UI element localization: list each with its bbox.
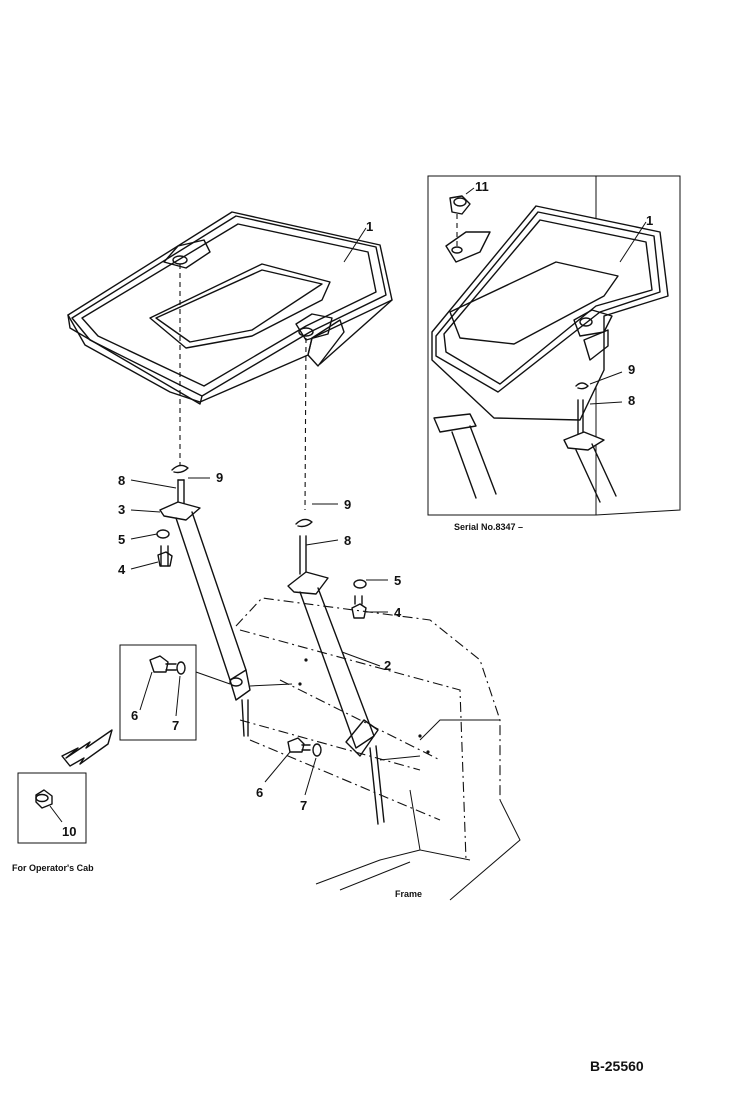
right-centerline (304, 337, 307, 511)
right-stay (287, 535, 385, 825)
cab-plug-box (17, 772, 87, 844)
serial-inset (427, 175, 681, 516)
callouts: 1 9 8 3 5 4 9 8 5 4 2 6 7 6 7 10 11 1 9 … (62, 179, 653, 839)
callout-left-clip: 9 (216, 470, 223, 485)
callout-right-bolt: 4 (394, 605, 402, 620)
callout-right-washer: 5 (394, 573, 401, 588)
callout-inset-washer: 7 (172, 718, 179, 733)
callout-right-stay: 2 (384, 658, 391, 673)
callout-serial-clip: 9 (628, 362, 635, 377)
right-washer (353, 579, 367, 589)
leader-lines (130, 187, 647, 796)
operator-cab-caption: For Operator's Cab (12, 863, 94, 873)
arrow-to-cab (61, 729, 113, 767)
left-clip (171, 464, 189, 474)
callout-inset-bolt: 6 (131, 708, 138, 723)
callout-left-washer: 5 (118, 532, 125, 547)
callout-right-clip: 9 (344, 497, 351, 512)
frame-body (235, 597, 521, 901)
left-bolt (157, 545, 173, 567)
callout-cover: 1 (366, 219, 373, 234)
callout-lower-washer: 7 (300, 798, 307, 813)
callout-serial-knob: 11 (475, 179, 489, 194)
frame-caption: Frame (395, 889, 422, 899)
right-clip (295, 518, 313, 528)
callout-left-bracket: 3 (118, 502, 125, 517)
drawing-number: B-25560 (590, 1058, 644, 1074)
callout-serial-cover: 1 (646, 213, 653, 228)
callout-left-bolt: 4 (118, 562, 126, 577)
serial-caption: Serial No.8347 – (454, 522, 523, 532)
callout-left-pin: 8 (118, 473, 125, 488)
callout-cab-plug: 10 (62, 824, 76, 839)
cover-panel (67, 211, 393, 405)
inset-box-left (119, 644, 231, 741)
left-stay (159, 479, 251, 737)
callout-right-pin: 8 (344, 533, 351, 548)
lower-bolt-washer (287, 737, 322, 757)
right-bolt (351, 595, 367, 619)
left-washer (156, 529, 170, 539)
callout-serial-pin: 8 (628, 393, 635, 408)
callout-lower-bolt: 6 (256, 785, 263, 800)
